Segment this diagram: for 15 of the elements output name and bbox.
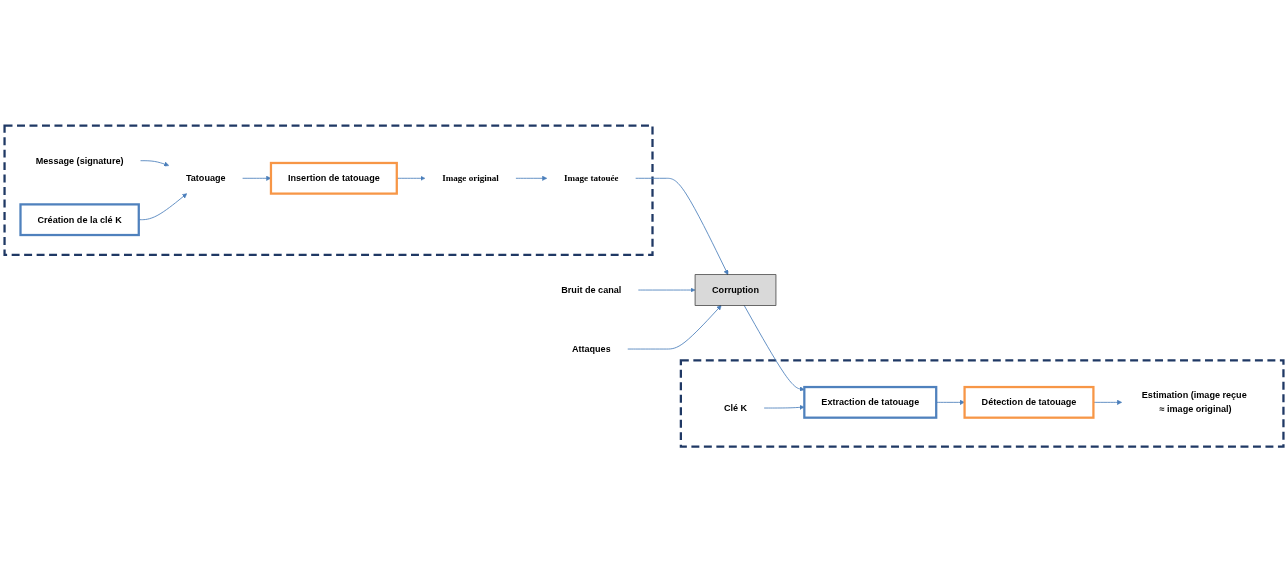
node-text: Estimation (image reçue ≈ image original) <box>1141 390 1247 414</box>
node-box: Détection de tatouage <box>963 385 1095 419</box>
node-text: Bruit de canal <box>561 284 622 295</box>
node-box: Création de la clé K <box>19 203 140 237</box>
cluster <box>3 124 654 256</box>
node-box: Extraction de tatouage <box>803 385 938 419</box>
node-text: Tatouage <box>185 173 226 183</box>
cluster <box>679 359 1285 448</box>
node-box: Insertion de tatouage <box>269 161 398 195</box>
node-text: Image tatouée <box>563 173 619 183</box>
node-text: Clé K <box>723 402 748 413</box>
node-text: Message (signature) <box>35 155 124 166</box>
node-text: Attaques <box>571 343 611 354</box>
node-box: Corruption <box>694 274 777 306</box>
node-text: Image original <box>442 173 499 183</box>
